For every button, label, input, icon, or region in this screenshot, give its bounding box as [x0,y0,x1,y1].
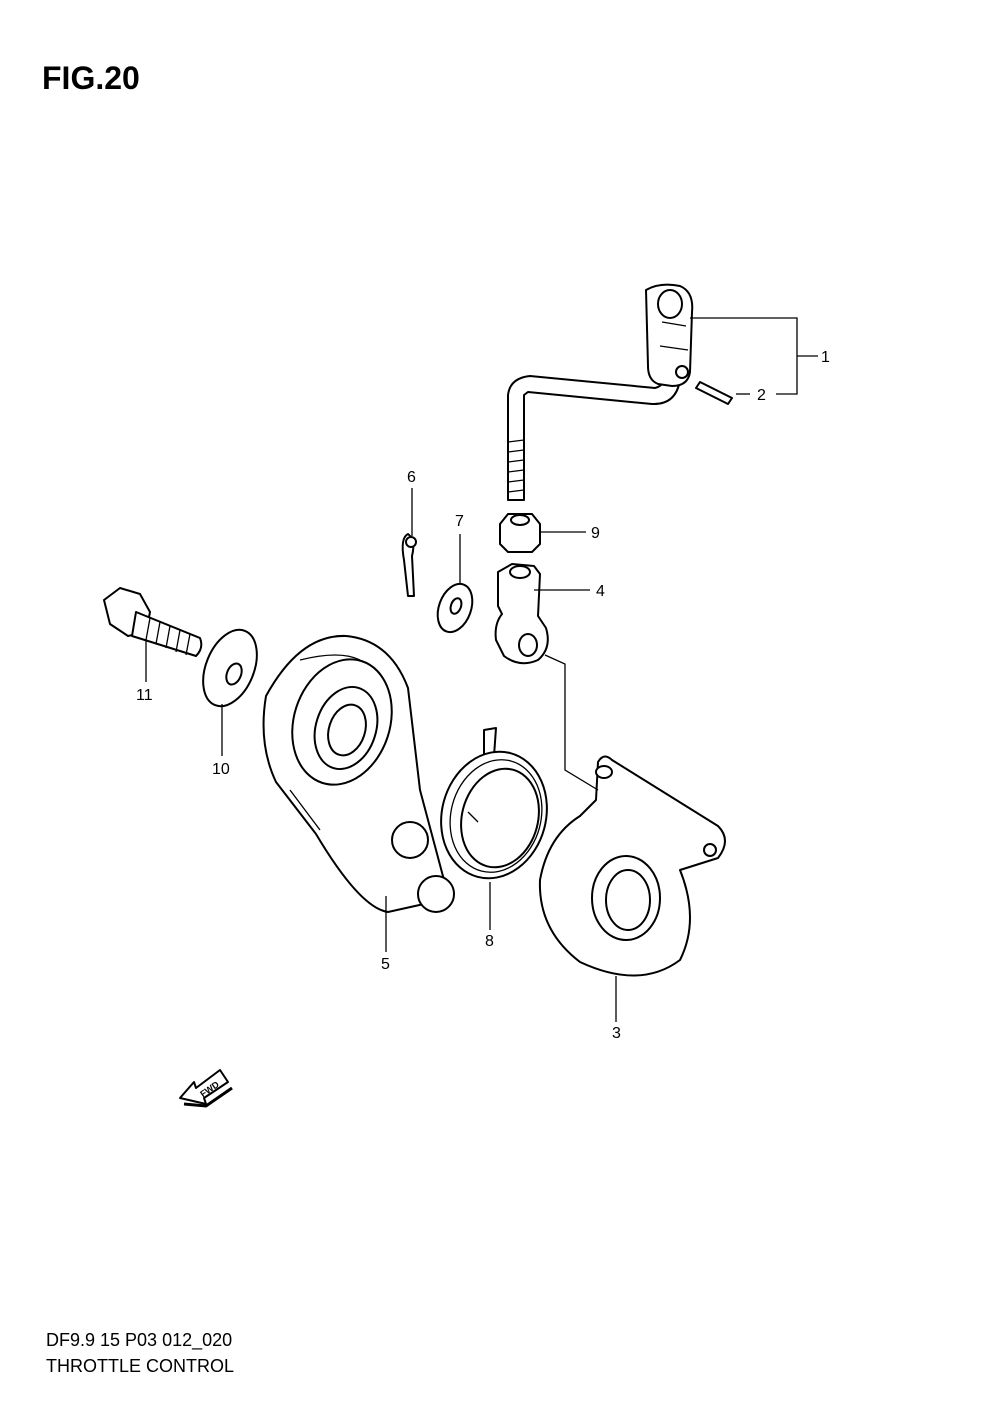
fwd-arrow-icon: FWD [179,1069,233,1108]
part-2-pin[interactable] [695,381,733,405]
callout-7: 7 [455,513,464,530]
part-4-rod-joint[interactable] [494,563,549,665]
part-6-cotter-pin[interactable] [401,533,417,597]
part-5-throttle-lever[interactable] [262,634,455,913]
part-3-throttle-cam[interactable] [538,755,726,977]
callout-1: 1 [821,349,830,366]
diagram-name: THROTTLE CONTROL [46,1356,235,1376]
callout-11: 11 [136,687,153,704]
leader-lines [145,317,818,1022]
part-11-bolt[interactable] [103,587,203,657]
part-7-washer[interactable] [431,579,478,637]
callout-6: 6 [407,469,416,486]
callout-9: 9 [591,525,600,542]
callout-3: 3 [612,1025,621,1042]
callout-8: 8 [485,933,494,950]
callout-5: 5 [381,956,390,973]
callout-10: 10 [212,761,230,778]
part-8-return-spring[interactable] [427,727,561,890]
part-10-washer[interactable] [193,622,267,714]
drawing-code: DF9.9 15 P03 012_020 [46,1330,233,1350]
callout-2: 2 [757,387,766,404]
callout-4: 4 [596,583,605,600]
figure-title: FIG.20 [42,60,140,96]
part-1-throttle-rod[interactable] [507,283,694,501]
part-9-nut[interactable] [499,513,541,553]
